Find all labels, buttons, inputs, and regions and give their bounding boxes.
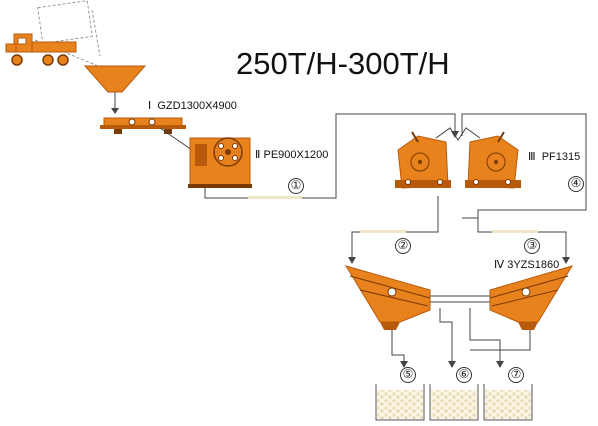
vibrating-screen-right-icon [489,265,574,330]
jaw-crusher-icon [188,137,252,188]
page-title: 250T/H-300T/H [236,46,450,81]
impact-crusher-left-icon [395,131,451,189]
vibrating-feeder-icon [100,117,193,151]
impact-crusher-right-icon [465,131,521,189]
flow-number-6: ⑥ [456,367,472,383]
flow-number-1: ① [288,178,304,194]
flow-number-3: ③ [524,238,540,254]
hopper-icon [83,65,147,114]
feed-chute [435,127,481,141]
equipment-label-impact-crusher: Ⅲ PF1315 [528,151,581,163]
stockpile-icons [375,384,533,421]
equipment-label-feeder: Ⅰ GZD1300X4900 [148,100,237,112]
equipment-label-screen: Ⅳ 3YZS1860 [494,259,560,271]
flow-highlight [360,230,406,233]
flow-number-2: ② [395,238,411,254]
flow-highlight [492,230,538,233]
equipment-label-jaw-crusher: Ⅱ PE900X1200 [255,149,329,161]
flow-number-5: ⑤ [400,367,416,383]
flow-number-7: ⑦ [508,367,524,383]
flow-highlight [248,196,302,199]
flow-number-4: ④ [568,176,584,192]
dump-truck-icon [5,0,101,67]
vibrating-screen-left-icon [344,265,431,330]
